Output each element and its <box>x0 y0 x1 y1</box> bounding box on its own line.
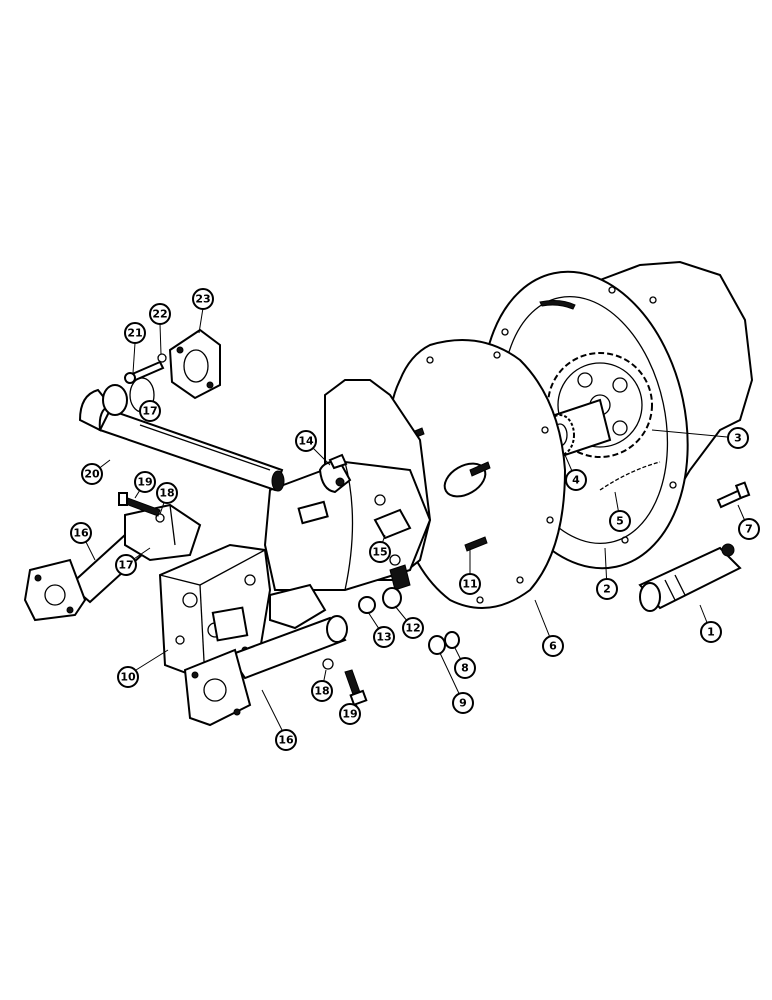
callout-label: 3 <box>734 432 742 445</box>
coupling-chain <box>599 461 661 491</box>
callout-label: 5 <box>616 515 624 528</box>
callout-17-lower: 17 <box>115 554 137 576</box>
lock-washer-22 <box>157 353 167 363</box>
callout-23: 23 <box>192 288 214 310</box>
pressure-tube-lower <box>183 583 348 727</box>
callout-label: 21 <box>127 327 142 340</box>
callout-label: 16 <box>278 734 294 747</box>
callout-label: 16 <box>73 527 89 540</box>
callout-18-lower: 18 <box>311 680 333 702</box>
bolt-21 <box>124 360 165 384</box>
bolt-7 <box>716 481 751 509</box>
callout-13: 13 <box>373 626 395 648</box>
nut-13 <box>358 596 376 614</box>
callout-10: 10 <box>117 666 139 688</box>
fitting-15 <box>373 508 412 540</box>
callout-18-upper: 18 <box>156 482 178 504</box>
bolt-19-upper <box>118 492 161 517</box>
callout-label: 19 <box>342 708 357 721</box>
callout-1: 1 <box>700 621 722 643</box>
washer-12 <box>382 587 402 609</box>
callout-label: 7 <box>745 523 753 536</box>
callout-5: 5 <box>609 510 631 532</box>
callout-label: 18 <box>314 685 329 698</box>
callout-label: 20 <box>84 468 100 481</box>
callout-label: 17 <box>118 559 133 572</box>
callout-17-upper: 17 <box>139 400 161 422</box>
drive-shaft <box>638 543 742 612</box>
callout-label: 8 <box>461 662 469 675</box>
gear-pump-housing <box>158 543 272 682</box>
callout-22: 22 <box>149 303 171 325</box>
bolt-19-lower <box>344 669 368 707</box>
callout-label: 4 <box>572 474 580 487</box>
callout-label: 23 <box>195 293 210 306</box>
nut-9 <box>428 635 446 655</box>
callout-label: 10 <box>120 671 136 684</box>
callout-20: 20 <box>81 463 103 485</box>
callout-4: 4 <box>565 469 587 491</box>
flange-clamp <box>168 328 221 400</box>
callout-label: 1 <box>707 626 715 639</box>
callout-15: 15 <box>369 541 391 563</box>
callout-label: 22 <box>152 308 167 321</box>
callout-label: 15 <box>372 546 387 559</box>
callout-label: 2 <box>603 583 611 596</box>
callout-label: 18 <box>159 487 174 500</box>
callout-11: 11 <box>459 573 481 595</box>
callout-19-upper: 19 <box>134 471 156 493</box>
washer-18-lower <box>322 658 334 670</box>
callout-label: 9 <box>459 697 467 710</box>
callout-14: 14 <box>295 430 317 452</box>
callout-16-upper: 16 <box>70 522 92 544</box>
callout-12: 12 <box>402 617 424 639</box>
callout-label: 17 <box>142 405 157 418</box>
callout-label: 19 <box>137 476 152 489</box>
callout-label: 6 <box>549 640 557 653</box>
callout-8: 8 <box>454 657 476 679</box>
callout-label: 11 <box>462 578 477 591</box>
callout-19-lower: 19 <box>339 703 361 725</box>
callout-label: 13 <box>376 631 391 644</box>
callout-label: 14 <box>298 435 314 448</box>
washer-8 <box>444 631 460 649</box>
callout-9: 9 <box>452 692 474 714</box>
callout-21: 21 <box>124 322 146 344</box>
suction-hose <box>78 384 285 492</box>
callout-3: 3 <box>727 427 749 449</box>
callout-6: 6 <box>542 635 564 657</box>
pressure-tube-upper <box>23 503 202 622</box>
callout-label: 12 <box>405 622 420 635</box>
elbow-fitting <box>318 453 352 494</box>
studs <box>404 427 491 552</box>
callout-7: 7 <box>738 518 760 540</box>
callout-2: 2 <box>596 578 618 600</box>
callout-16-lower: 16 <box>275 729 297 751</box>
